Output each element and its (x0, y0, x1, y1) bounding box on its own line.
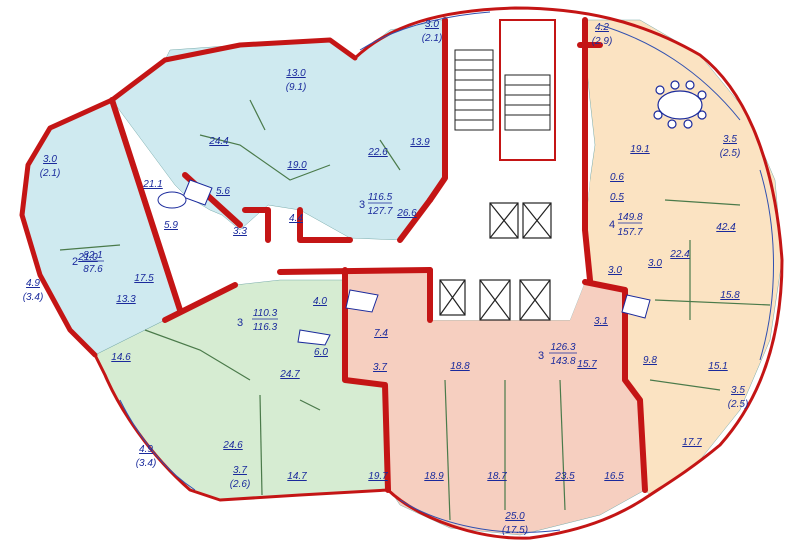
room-area: 17.7 (682, 437, 702, 448)
room-area: 42.4 (716, 222, 736, 233)
room-area: (2.1) (40, 168, 61, 179)
room-area: 3.7 (233, 465, 247, 476)
room-area: 18.8 (450, 361, 470, 372)
room-area: 7.4 (374, 328, 388, 339)
room-area: 13.3 (116, 294, 136, 305)
room-area: (2.1) (422, 33, 443, 44)
svg-text:4: 4 (609, 219, 615, 231)
svg-text:116.5: 116.5 (368, 192, 393, 203)
room-area: 4.0 (313, 296, 327, 307)
room-area: (2.5) (728, 399, 749, 410)
room-area: 14.6 (111, 352, 131, 363)
apartment-4-label: 4 149.8 157.7 (609, 212, 643, 238)
room-area: 4.2 (595, 22, 609, 33)
room-area: (9.1) (286, 82, 307, 93)
svg-text:110.3: 110.3 (253, 308, 278, 319)
apartment-3a-label: 3 116.5 127.7 (359, 192, 393, 217)
svg-text:2: 2 (72, 256, 78, 268)
room-area: 14.7 (287, 471, 307, 482)
room-area: 24.6 (222, 440, 243, 451)
room-area: 3.1 (594, 316, 608, 327)
room-area: 3.0 (608, 265, 622, 276)
outer-wall-top (109, 37, 358, 103)
room-area: 13.0 (286, 68, 306, 79)
staircase-right (499, 19, 556, 161)
svg-text:149.8: 149.8 (617, 212, 642, 223)
outer-arc-top (353, 6, 784, 497)
room-area: 4.4 (289, 213, 303, 224)
room-area: 3.5 (731, 385, 745, 396)
apartment-labels: 2 82.1 87.6 3 116.5 127.7 3 110.3 116.3 … (72, 192, 643, 367)
room-area: 22.6 (367, 147, 388, 158)
room-area: 3.3 (233, 226, 247, 237)
room-partitions (59, 99, 771, 521)
room-area: 24.7 (279, 369, 300, 380)
svg-text:3: 3 (359, 199, 365, 211)
room-area: 18.7 (487, 471, 507, 482)
room-area: 15.8 (720, 290, 740, 301)
room-area: 5.9 (164, 220, 178, 231)
room-area: 4.9 (26, 278, 40, 289)
svg-text:3: 3 (237, 317, 243, 329)
room-area: (2.6) (230, 479, 251, 490)
room-area: 18.9 (424, 471, 444, 482)
room-area: 0.5 (610, 192, 624, 203)
dining-table (653, 80, 707, 129)
interior-walls (109, 17, 648, 493)
svg-text:157.7: 157.7 (617, 227, 642, 238)
room-area: 13.9 (410, 137, 430, 148)
svg-text:87.6: 87.6 (83, 264, 103, 275)
room-area: 19.0 (287, 160, 307, 171)
svg-text:82.1: 82.1 (83, 250, 102, 261)
room-area: (3.4) (23, 292, 44, 303)
svg-text:126.3: 126.3 (550, 342, 575, 353)
room-area: 3.5 (723, 134, 737, 145)
room-area: (2.5) (720, 148, 741, 159)
bathtubs (157, 179, 651, 346)
elevator-upper (489, 202, 552, 239)
room-area: (2.9) (592, 36, 613, 47)
outer-arc-bottom (93, 353, 652, 540)
room-area: 3.0 (43, 154, 57, 165)
room-area: 3.0 (425, 19, 439, 30)
core-fill (235, 20, 590, 320)
staircase-left (454, 49, 494, 131)
room-area: 21.0 (77, 252, 98, 263)
room-area: 15.7 (577, 359, 597, 370)
room-area: 19.7 (368, 471, 388, 482)
outer-wall (19, 97, 115, 358)
room-area: 17.5 (134, 273, 154, 284)
room-area: 3.7 (373, 362, 387, 373)
windows (119, 11, 774, 533)
svg-text:127.7: 127.7 (367, 206, 392, 217)
apartment-3c-label: 3 126.3 143.8 (538, 342, 577, 367)
room-area: 22.4 (669, 249, 690, 260)
room-area: 0.6 (610, 172, 624, 183)
apartment-2-label: 2 82.1 87.6 (72, 250, 104, 275)
room-area: 16.5 (604, 471, 624, 482)
apartment-3a-fill (111, 19, 446, 241)
room-area: (3.4) (136, 458, 157, 469)
room-area: 4.9 (139, 444, 153, 455)
svg-text:116.3: 116.3 (253, 322, 278, 333)
room-area: 9.8 (643, 355, 657, 366)
room-labels: 3.0 (2.1) 4.2 (2.9) 13.0 (9.1) 24.4 19.0… (23, 19, 749, 536)
room-area: 21.1 (142, 179, 162, 190)
room-area: 3.0 (648, 258, 662, 269)
room-area: 15.1 (708, 361, 727, 372)
room-area: 24.4 (208, 136, 229, 147)
svg-text:3: 3 (538, 350, 544, 362)
elevator-lower (439, 279, 551, 321)
svg-text:143.8: 143.8 (550, 356, 575, 367)
room-area: 26.6 (396, 208, 417, 219)
room-area: 6.0 (314, 347, 328, 358)
room-area: 25.0 (504, 511, 525, 522)
room-area: 5.6 (216, 186, 230, 197)
room-area: 19.1 (630, 144, 649, 155)
apartment-3b-label: 3 110.3 116.3 (237, 308, 278, 333)
room-area: (17.5) (502, 525, 528, 536)
room-area: 23.5 (554, 471, 575, 482)
